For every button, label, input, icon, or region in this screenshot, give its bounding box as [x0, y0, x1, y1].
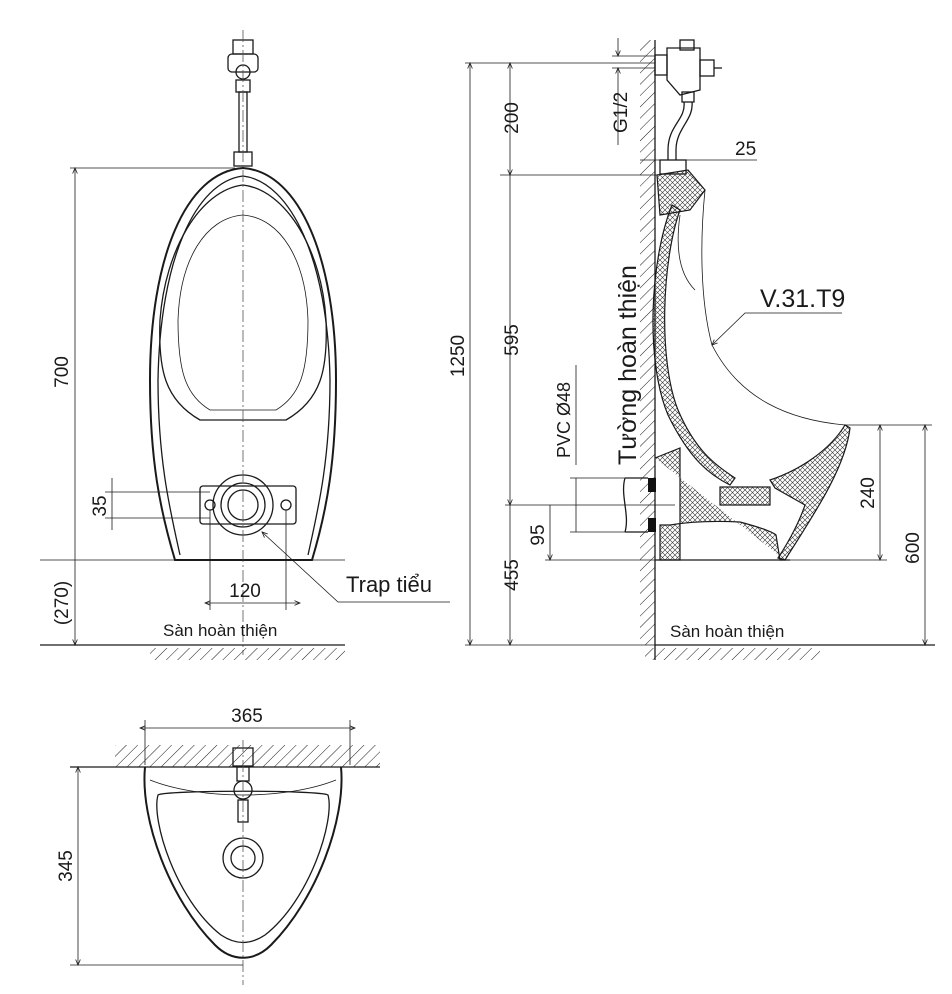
wall-hatch: [640, 40, 655, 645]
dim-lip-height: 600: [903, 532, 924, 564]
trap-label: Trap tiểu: [346, 572, 432, 597]
dim-thread: G1/2: [611, 92, 632, 133]
dim-body: 595: [502, 324, 523, 356]
dim-outlet-height: 455: [502, 559, 523, 591]
trap-fitting-front: [199, 474, 297, 536]
floor-label-side: Sàn hoàn thiện: [670, 622, 784, 641]
dim-trap-offset: 35: [90, 495, 111, 516]
dim-total: 1250: [448, 335, 469, 377]
flush-valve-side: [654, 39, 722, 175]
dim-depth: 345: [56, 850, 77, 882]
dim-width: 365: [231, 706, 263, 727]
front-view: 700 (270) 35 120 Trap tiểu Sàn hoàn thiệ…: [40, 30, 450, 660]
dim-pipe: 95: [528, 524, 549, 545]
pipe-label: PVC Ø48: [554, 382, 574, 458]
wall-label: Tường hoàn thiện: [614, 265, 642, 465]
dim-height-700: 700: [52, 356, 73, 388]
dim-valve: 200: [502, 102, 523, 134]
floor-hatch-side: [645, 648, 820, 660]
model-label: V.31.T9: [760, 285, 845, 313]
urinal-section: [622, 169, 851, 561]
top-view: 365 345: [56, 706, 380, 985]
dim-floor-gap: (270): [52, 581, 73, 625]
dim-spud: 25: [735, 139, 756, 160]
dim-lip-depth: 240: [858, 477, 879, 509]
dim-trap-width: 120: [229, 581, 261, 602]
floor-hatch-front: [150, 648, 345, 660]
side-view: Tường hoàn thiện V.31.T: [448, 38, 935, 660]
wall-hatch-top: [115, 745, 380, 767]
floor-label-front: Sàn hoàn thiện: [163, 621, 277, 640]
